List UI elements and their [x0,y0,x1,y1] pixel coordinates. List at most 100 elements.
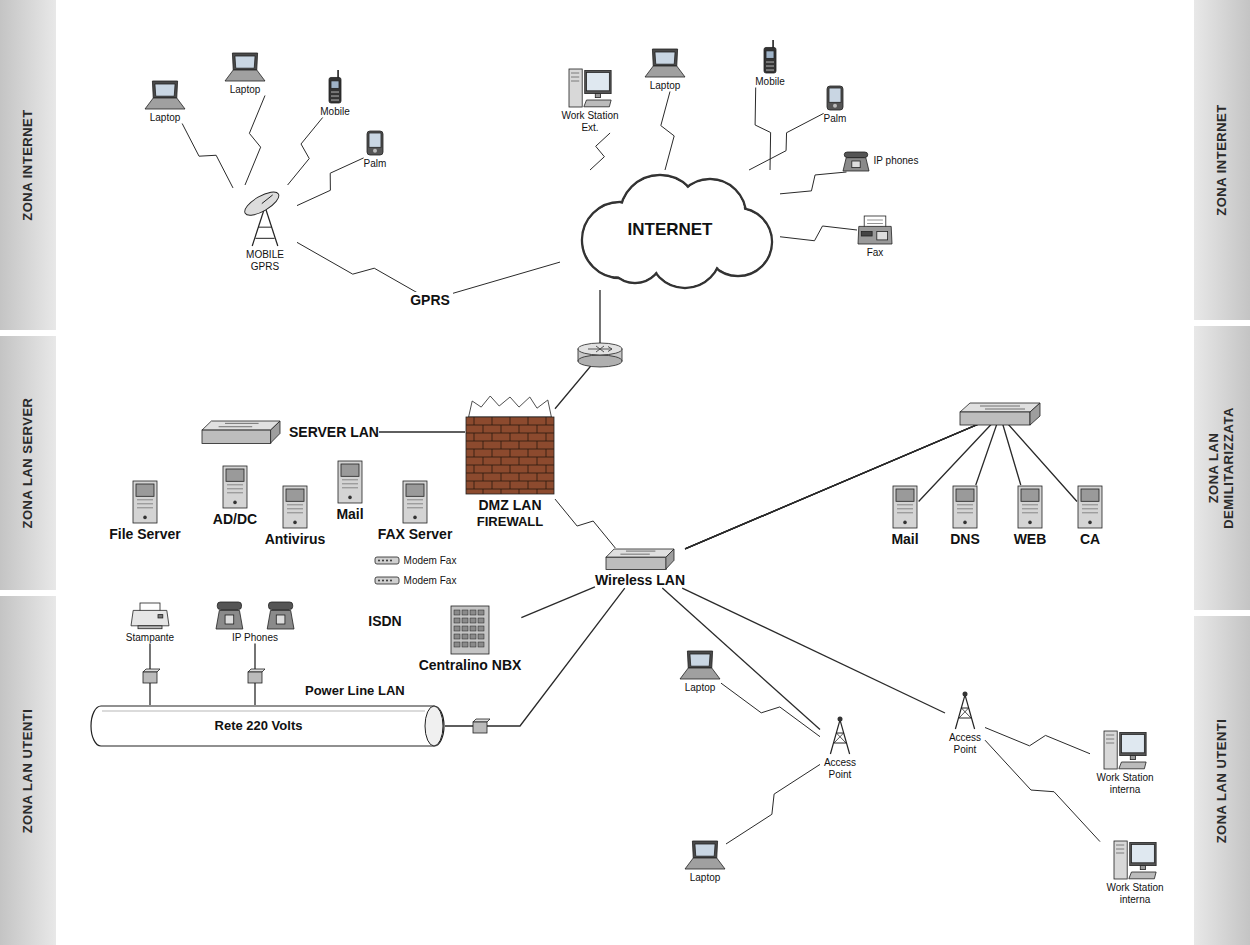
node-label: Modem Fax [404,555,457,567]
icon-rect [1081,489,1099,501]
icon-line [1082,508,1098,509]
icon-polygon [1129,872,1156,879]
network-device: Mail [891,485,918,547]
icon-polygon [1119,762,1146,769]
icon-line [474,433,475,441]
node-label: DMZ LAN [479,497,542,513]
icon-rect [331,95,339,97]
icon-polygon [216,611,243,630]
icon-line [227,484,243,485]
node-label: AD/DC [213,511,257,527]
icon-rect [1130,842,1156,865]
icon-rect [286,489,304,501]
wireless-link [780,172,847,194]
icon-circle [833,104,837,108]
wall-icon [465,395,555,495]
modem-icon [374,556,400,565]
icon-rect [1114,841,1127,879]
icon-polygon [655,52,675,64]
switch-top [960,403,1040,412]
icon-line [546,465,547,473]
icon-rect [462,642,468,647]
network-device: Work Station interna [1090,730,1160,795]
icon-line [483,441,484,449]
icon-rect [462,626,468,631]
icon-line [571,81,579,82]
zone-band: ZONA LAN UTENTI [0,596,56,945]
icon-line [1022,508,1038,509]
node-label: File Server [109,526,181,542]
icon-rect [470,618,476,623]
node-label: Centralino NBX [419,657,522,673]
icon-line [342,487,358,488]
icon-line [287,504,303,505]
network-device: Modem Fax [374,575,457,587]
network-link [685,415,1077,549]
icon-circle [390,560,392,562]
icon-polygon [687,651,712,668]
network-device: Access Point [945,690,985,755]
network-device: Wireless LAN [595,548,685,588]
icon-line [219,426,253,427]
icon-rect [1104,731,1117,769]
icon-rect [223,466,247,508]
icon-circle [386,580,388,582]
node-label: Rete 220 Volts [215,719,303,734]
network-device: IP phones [842,150,919,172]
icon-line [137,499,153,500]
network-device: DNS [950,485,980,547]
pbx-icon [450,605,490,655]
wireless-link [721,683,820,737]
icon-polygon [690,654,710,666]
icon-rect [1130,756,1135,760]
node-label: Modem Fax [404,575,457,587]
icon-line [483,457,484,465]
network-device: IP Phones [215,600,295,644]
node-label: Access Point [945,732,985,755]
node-label: DNS [950,531,980,547]
icon-polygon [843,158,869,171]
icon-line [840,720,850,754]
icon-rect [470,626,476,631]
network-device: Mobile [320,70,349,118]
server-icon [1077,485,1103,529]
icon-circle [838,717,843,722]
server-icon [337,460,363,504]
icon-line [955,695,965,729]
icon-line [492,465,493,473]
node-label: Wireless LAN [595,572,685,588]
wireless-link [661,92,674,171]
icon-line [571,77,579,78]
icon-line [492,449,493,457]
cloud-shape: INTERNET [560,170,780,290]
icon-rect [766,69,774,71]
zone-band: ZONA LAN UTENTI [1194,616,1250,945]
icon-circle [963,521,967,525]
zone-band: ZONA LAN SERVER [0,336,56,590]
icon-rect [478,626,484,631]
icon-rect [844,152,868,158]
icon-line [897,508,913,509]
icon-line [102,711,425,712]
node-label: SERVER LAN [289,424,379,440]
network-device: MOBILE GPRS [233,185,297,272]
icon-line [830,720,840,754]
icon-line [259,227,272,228]
icon-line [537,473,538,481]
icon-circle [390,580,392,582]
printer-icon [130,602,170,630]
zone-band: ZONA LAN DEMILITARIZZATA [1194,326,1250,610]
network-device: Modem Fax [374,555,457,567]
network-device: Mail [336,460,363,522]
icon-rect [1131,844,1154,862]
icon-line [620,554,649,555]
node-label: Work Station interna [1090,772,1160,795]
wireless-link [726,764,820,844]
ap-icon [825,715,855,755]
icon-rect [1120,732,1146,755]
icon-rect [1121,734,1144,752]
free-label: ISDN [368,613,401,629]
powerline-adapter [473,719,490,733]
icon-rect [375,577,399,584]
